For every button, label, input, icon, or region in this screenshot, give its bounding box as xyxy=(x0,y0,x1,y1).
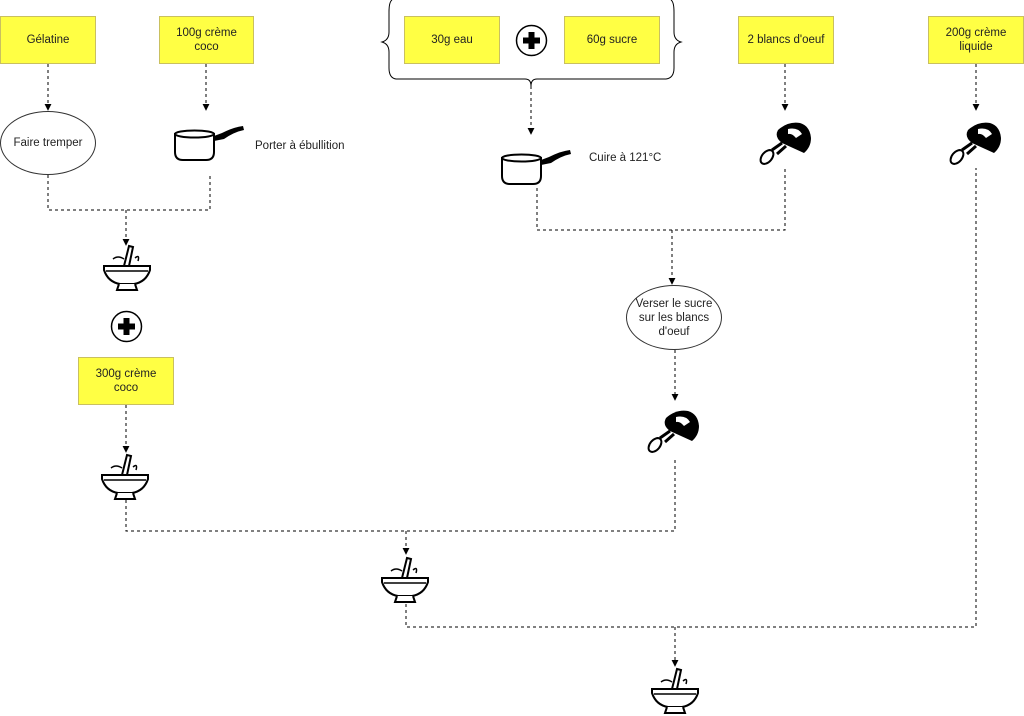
mixing-bowl-icon xyxy=(102,244,152,292)
mixing-bowl-icon xyxy=(380,556,430,604)
connector xyxy=(125,457,676,532)
step-verser[interactable]: Verser le sucre sur les blancs d'oeuf xyxy=(626,285,722,350)
ingredient-creme-coco-100[interactable]: 100g crème coco xyxy=(159,16,254,64)
saucepan-icon xyxy=(172,124,246,162)
hand-mixer-icon xyxy=(646,408,702,454)
ingredient-eau[interactable]: 30g eau xyxy=(404,16,500,64)
plus-icon xyxy=(110,310,143,343)
connector xyxy=(47,175,211,211)
mixing-bowl-icon xyxy=(100,453,150,501)
left-brace xyxy=(380,0,532,87)
right-brace xyxy=(530,0,683,87)
ingredient-sucre[interactable]: 60g sucre xyxy=(564,16,660,64)
connector xyxy=(405,168,977,628)
plus-icon xyxy=(515,24,548,57)
saucepan-icon xyxy=(499,148,573,186)
ingredient-creme-coco-300[interactable]: 300g crème coco xyxy=(78,357,174,405)
ingredient-blancs[interactable]: 2 blancs d'oeuf xyxy=(738,16,834,64)
mixing-bowl-icon xyxy=(650,667,700,715)
ingredient-creme-liquide[interactable]: 200g crème liquide xyxy=(928,16,1024,64)
ingredient-gelatine[interactable]: Gélatine xyxy=(0,16,96,64)
step-cuire: Cuire à 121°C xyxy=(589,152,662,164)
hand-mixer-icon xyxy=(948,120,1004,166)
step-faire-tremper[interactable]: Faire tremper xyxy=(0,111,96,175)
connector xyxy=(536,168,786,231)
step-porter-ebullition: Porter à ébullition xyxy=(255,140,345,152)
hand-mixer-icon xyxy=(758,120,814,166)
